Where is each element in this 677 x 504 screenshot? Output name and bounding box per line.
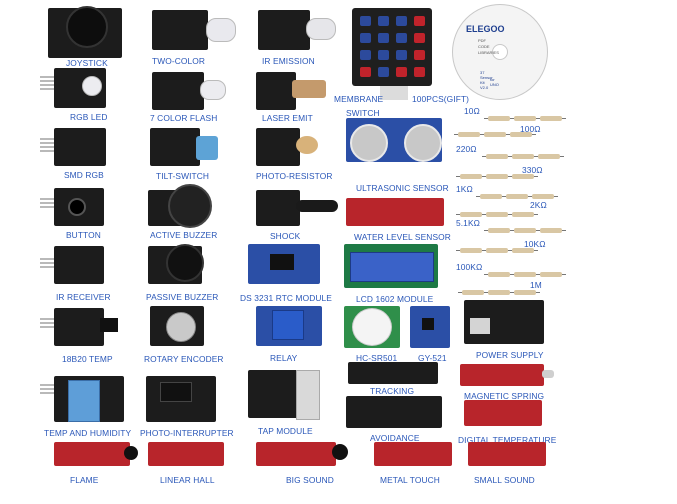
label-2k-ohm: 2KΩ xyxy=(530,200,547,210)
label-100-ohm: 100Ω xyxy=(520,124,541,134)
label-joystick: JOYSTICK xyxy=(66,58,108,68)
resistor-strip-100k xyxy=(484,264,566,277)
label-1k-ohm: 1KΩ xyxy=(456,184,473,194)
label-switch: SWITCH xyxy=(346,108,380,118)
resistor-strip-2k xyxy=(456,204,538,217)
label-metal-touch: METAL TOUCH xyxy=(380,475,440,485)
label-ultrasonic-sensor: ULTRASONIC SENSOR xyxy=(356,183,449,193)
label-220-ohm: 220Ω xyxy=(456,144,477,154)
label-button: BUTTON xyxy=(66,230,101,240)
label-rotary-encoder: ROTARY ENCODER xyxy=(144,354,224,364)
label-digital-temperature: DIGITAL TEMPERATURE xyxy=(458,435,557,445)
resistor-strip-100 xyxy=(454,124,536,137)
label-100k-ohm: 100KΩ xyxy=(456,262,483,272)
label-tracking: TRACKING xyxy=(370,386,415,396)
label-relay: RELAY xyxy=(270,353,298,363)
cd-brand: ELEGOO xyxy=(466,24,505,34)
resistor-strip-1k xyxy=(476,186,558,199)
label-10k-ohm: 10KΩ xyxy=(524,239,546,249)
label-two-color: TWO-COLOR xyxy=(152,56,206,66)
label-gy521: GY-521 xyxy=(418,353,447,363)
label-18b20-temp: 18B20 TEMP xyxy=(62,354,113,364)
label-photo-interrupter: PHOTO-INTERRUPTER xyxy=(140,428,234,438)
label-smd-rgb: SMD RGB xyxy=(64,170,104,180)
label-hc-sr501: HC-SR501 xyxy=(356,353,398,363)
label-5-1k-ohm: 5.1KΩ xyxy=(456,218,480,228)
label-ir-emission: IR EMISSION xyxy=(262,56,315,66)
label-flame: FLAME xyxy=(70,475,99,485)
resistor-strip-220 xyxy=(482,146,564,159)
label-temp-humidity: TEMP AND HUMIDITY xyxy=(44,428,132,438)
label-laser-emit: LASER EMIT xyxy=(262,113,313,123)
resistor-strip-330 xyxy=(456,166,538,179)
label-ds3231: DS 3231 RTC MODULE xyxy=(240,293,332,303)
label-330-ohm: 330Ω xyxy=(522,165,543,175)
resistor-strip-5-1k xyxy=(484,220,566,233)
label-power-supply: POWER SUPPLY xyxy=(476,350,544,360)
label-tilt-switch: TILT-SWITCH xyxy=(156,171,210,181)
label-small-sound: SMALL SOUND xyxy=(474,475,535,485)
label-tap-module: TAP MODULE xyxy=(258,426,313,436)
label-avoidance: AVOIDANCE xyxy=(370,433,420,443)
label-lcd1602: LCD 1602 MODULE xyxy=(356,294,434,304)
label-ir-receiver: IR RECEIVER xyxy=(56,292,111,302)
label-7-color-flash: 7 COLOR FLASH xyxy=(150,113,218,123)
label-magnetic-spring: MAGNETIC SPRING xyxy=(464,391,545,401)
label-passive-buzzer: PASSIVE BUZZER xyxy=(146,292,219,302)
resistor-strip-10 xyxy=(484,108,566,121)
resistor-strip-1m xyxy=(458,282,540,295)
resistor-strip-10k xyxy=(456,240,538,253)
label-big-sound: BIG SOUND xyxy=(286,475,334,485)
label-water-level-sensor: WATER LEVEL SENSOR xyxy=(354,232,451,242)
label-linear-hall: LINEAR HALL xyxy=(160,475,215,485)
label-1m: 1M xyxy=(530,280,542,290)
label-10-ohm: 10Ω xyxy=(464,106,480,116)
label-photo-resistor: PHOTO-RESISTOR xyxy=(256,171,333,181)
label-rgb-led: RGB LED xyxy=(70,112,108,122)
label-100pcs: 100PCS(GIFT) xyxy=(412,94,470,104)
label-shock: SHOCK xyxy=(270,231,301,241)
label-active-buzzer: ACTIVE BUZZER xyxy=(150,230,218,240)
label-membrane: MEMBRANE xyxy=(334,94,384,104)
